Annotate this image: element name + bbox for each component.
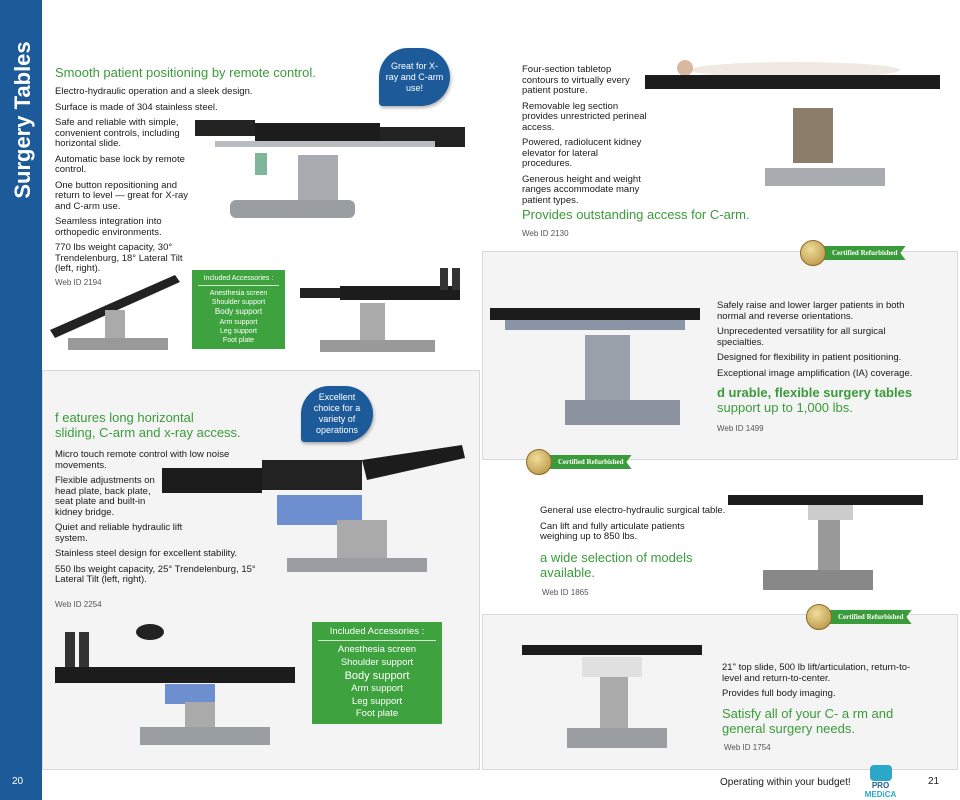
product-panel-1499 (482, 251, 958, 460)
accessories-title: Included Accessories : (198, 274, 279, 287)
feature: Quiet and reliable hydraulic lift system… (55, 522, 183, 544)
accessories-title: Included Accessories : (318, 626, 436, 642)
accessory-item: Shoulder support (211, 299, 266, 307)
product-heading: Smooth patient positioning by remote con… (55, 65, 316, 80)
product-image-accessories (300, 268, 470, 356)
feature: Provides full body imaging. (722, 688, 836, 699)
web-id: Web ID 2130 (522, 229, 569, 238)
certified-badge: Certified Refurbished (806, 604, 912, 630)
heading-line: sliding, C-arm and x-ray access. (55, 425, 241, 440)
accessories-box: Included Accessories : Anesthesia screen… (192, 270, 285, 349)
accessory-item: Anesthesia screen (209, 290, 268, 298)
feature-list: 21" top slide, 500 lb lift/articulation,… (722, 662, 922, 705)
accessory-item: Anesthesia screen (337, 644, 417, 656)
feature: 21" top slide, 500 lb lift/articulation,… (722, 662, 911, 684)
logo-icon (869, 765, 892, 781)
feature: Generous height and weight ranges accomm… (522, 173, 641, 206)
product-image (490, 300, 705, 435)
heading-line: f eatures long horizontal (55, 410, 194, 425)
product-heading: Provides outstanding access for C-arm. (522, 207, 750, 222)
accessory-item: Leg support (351, 695, 403, 707)
web-id: Web ID 2254 (55, 600, 102, 609)
product-image (162, 440, 467, 585)
feature-list: General use electro-hydraulic surgical t… (540, 505, 730, 548)
web-id: Web ID 1754 (724, 743, 771, 752)
feature: Micro touch remote control with low nois… (55, 449, 230, 471)
feature: Stainless steel design for excellent sta… (55, 548, 237, 559)
accessory-item: Foot plate (222, 336, 255, 344)
web-id: Web ID 2194 (55, 278, 102, 287)
feature: Unprecedented versatility for all surgic… (717, 326, 886, 348)
accessory-item: Arm support (351, 683, 403, 695)
section-sidebar (0, 0, 42, 800)
badge-label: Certified Refurbished (546, 455, 632, 469)
certified-badge: Certified Refurbished (526, 449, 632, 475)
accessory-item: Shoulder support (340, 656, 414, 668)
promedica-logo: PRO MEDiCA (858, 765, 903, 799)
feature: Designed for flexibility in patient posi… (717, 352, 902, 363)
feature: General use electro-hydraulic surgical t… (540, 505, 726, 516)
feature-list: Safely raise and lower larger patients i… (717, 300, 917, 384)
feature: Flexible adjustments on head plate, back… (55, 475, 155, 518)
seal-icon (526, 449, 552, 475)
feature-list: Micro touch remote control with low nois… (55, 449, 256, 591)
callout-bubble: Great for X-ray and C-arm use! (379, 48, 450, 106)
badge-label: Certified Refurbished (820, 246, 906, 260)
accessory-item: Body support (214, 307, 263, 317)
product-image-accessories (55, 612, 300, 752)
feature: Powered, radiolucent kidney elevator for… (522, 137, 642, 169)
feature: Four-section tabletop contours to virtua… (522, 64, 630, 96)
heading-line: support up to 1,000 lbs. (717, 400, 853, 415)
accessory-item: Leg support (220, 327, 257, 335)
feature: 550 lbs weight capacity, 25° Trendelenbu… (55, 563, 256, 585)
logo-text: PRO (871, 781, 890, 790)
product-image-tilted (50, 270, 180, 355)
product-heading: a wide selection of models available. (540, 550, 693, 580)
product-image (522, 642, 707, 754)
feature-list: Electro-hydraulic operation and a sleek … (55, 86, 253, 280)
product-image (728, 490, 928, 600)
feature: Can lift and fully articulate patients w… (540, 520, 685, 542)
feature: Surface is made of 304 stainless steel. (55, 101, 218, 113)
seal-icon (806, 604, 832, 630)
product-image (195, 115, 467, 230)
accessories-box: Included Accessories : Anesthesia screen… (312, 622, 442, 725)
certified-badge: Certified Refurbished (800, 240, 906, 266)
accessory-item: Arm support (219, 318, 258, 326)
seal-icon (800, 240, 826, 266)
feature: Removable leg section provides unrestric… (522, 100, 647, 133)
feature: Seamless integration into orthopedic env… (55, 216, 162, 238)
feature: 770 lbs weight capacity, 30° Trendelenbu… (55, 242, 183, 274)
web-id: Web ID 1499 (717, 424, 764, 433)
accessory-item: Body support (344, 670, 410, 683)
web-id: Web ID 1865 (542, 588, 589, 597)
callout-bubble: Excellent choice for a variety of operat… (301, 386, 373, 442)
feature: One button repositioning and return to l… (55, 179, 189, 212)
page-number-left: 20 (12, 776, 24, 787)
product-image-with-patient (645, 50, 945, 198)
heading-line: d urable, flexible surgery tables (717, 385, 913, 400)
feature: Electro-hydraulic operation and a sleek … (55, 86, 253, 97)
feature: Safe and reliable with simple, convenien… (55, 117, 180, 149)
feature-list: Four-section tabletop contours to virtua… (522, 64, 647, 211)
product-panel-1754 (482, 614, 958, 770)
accessory-item: Foot plate (355, 708, 399, 720)
feature: Automatic base lock by remote control. (55, 153, 185, 175)
feature: Safely raise and lower larger patients i… (717, 300, 905, 322)
section-title: Surgery Tables (10, 41, 35, 199)
footer-tagline: Operating within your budget! (720, 777, 851, 788)
page-number-right: 21 (928, 776, 940, 787)
logo-text: MEDiCA (864, 790, 897, 799)
badge-label: Certified Refurbished (826, 610, 912, 624)
feature: Exceptional image amplification (IA) cov… (717, 367, 913, 379)
product-heading: Satisfy all of your C- a rm and general … (722, 706, 894, 736)
